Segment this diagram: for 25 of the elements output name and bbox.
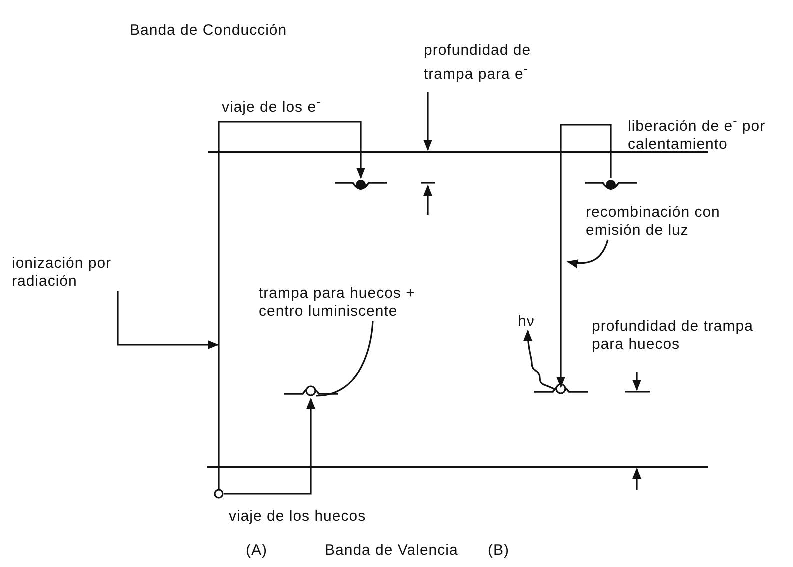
band-label: Banda de Valencia <box>325 542 458 560</box>
edge-label: liberación de e$^{-}$ por calentamiento <box>628 113 767 154</box>
hole-trap-symbol <box>284 386 338 396</box>
arrow <box>117 291 220 350</box>
edge-label: viaje de los e$^{-}$ <box>222 94 322 117</box>
band-label: Banda de Conducción <box>130 22 288 40</box>
hole-origin-circle <box>214 489 224 499</box>
dimension-label: profundidad de trampa para huecos <box>592 318 754 354</box>
arrow <box>224 398 316 495</box>
hole-trap-symbol <box>534 384 588 394</box>
leader-line <box>566 240 609 268</box>
leader-line <box>316 320 374 397</box>
electron-trap-symbol <box>335 180 387 190</box>
arrow <box>218 121 366 489</box>
panel-label: (B) <box>488 542 510 560</box>
wavy-arrow <box>524 330 556 391</box>
annotation-text: trampa para huecos + centro luminiscente <box>259 285 439 321</box>
panel-label: (A) <box>246 542 268 560</box>
photon-label: hν <box>518 313 548 331</box>
annotation-text: ionización por radiación <box>12 255 152 291</box>
arrow <box>556 124 612 388</box>
edge-label: viaje de los huecos <box>229 508 366 526</box>
electron-trap-symbol <box>585 180 637 190</box>
dimension-label: profundidad de trampa para e$^{-}$ <box>424 42 532 84</box>
annotation-text: recombinación con emisión de luz <box>586 204 756 240</box>
